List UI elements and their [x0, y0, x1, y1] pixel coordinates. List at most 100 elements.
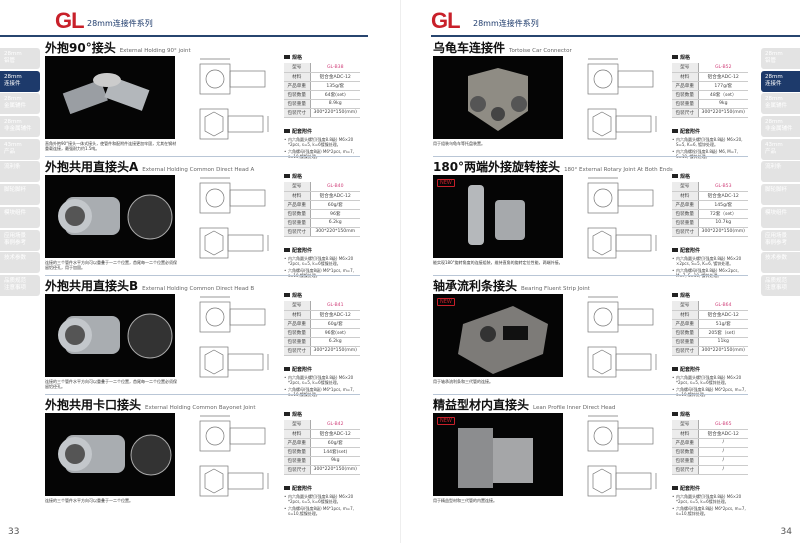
- sidebar-item-label: 28mm 铝管: [4, 51, 22, 64]
- sidebar-item[interactable]: 28mm 铝管: [0, 48, 40, 69]
- product-name-cn: 乌龟车连接件: [433, 41, 506, 55]
- spec-value: 205套（set）: [698, 328, 748, 338]
- sidebar-item-label: 流利条: [4, 164, 21, 171]
- product-caption: 能实现180°旋转角度的连接组装，维持直角的旋转定位性能，两端外接。: [433, 260, 563, 265]
- section-divider: [45, 156, 360, 157]
- spec-heading: 规格: [672, 411, 748, 418]
- spec-value: GL-B53: [698, 182, 748, 192]
- product-name-cn: 180°两端外接旋转接头: [433, 160, 561, 174]
- spec-label: 型号: [284, 420, 311, 430]
- spec-value: 300*220*150(mm): [698, 227, 748, 237]
- sidebar-item[interactable]: 43mm 产品: [761, 138, 800, 160]
- accessories: 配套附件内六角圆头螺钉(强度8.8级) M6×20 *2pcs, s=5, k=…: [284, 366, 360, 397]
- sidebar-item[interactable]: 技术参数: [0, 252, 40, 274]
- accessory-item: 内六角圆头螺钉(强度8.8级) M6×20 *2pcs, s=5, k=6镀镍处…: [284, 137, 360, 147]
- technical-drawing: [578, 411, 663, 506]
- sidebar-item[interactable]: 流利条: [761, 161, 800, 183]
- product-name-en: External Holding Common Direct Head A: [142, 167, 255, 173]
- sidebar-item[interactable]: 28mm 连接件: [0, 70, 40, 92]
- sidebar-item[interactable]: 脚轮脚杯: [0, 184, 40, 206]
- spec-value: 8.9kg: [310, 99, 360, 109]
- spec-value: GL-B41: [310, 301, 360, 311]
- sidebar-item[interactable]: 品质规范 注意事项: [0, 274, 40, 296]
- product-caption: 直角外抱90°接头一体式接头，使管件和配附件连接更加牢固，尤其在钢材重载连接，最…: [45, 141, 177, 151]
- sidebar-item[interactable]: 28mm 连接件: [761, 70, 800, 92]
- sidebar-item[interactable]: 28mm 铝管: [761, 48, 800, 69]
- spec-label: 包装尺寸: [284, 346, 311, 356]
- accessory-item: 六角螺母(强度8.8级) M6*2pcs, m=7, s=10,镀锌处理。: [672, 387, 748, 397]
- product-name-cn: 外抱共用直接头A: [45, 160, 139, 174]
- sidebar-item-label: 模块组件: [765, 209, 788, 216]
- sidebar-item[interactable]: 技术参数: [761, 252, 800, 274]
- spec-value: 145g/套: [698, 200, 748, 210]
- sidebar-item-label: 脚轮脚杯: [4, 187, 27, 194]
- new-badge: NEW: [437, 417, 455, 425]
- section-divider: [433, 156, 748, 157]
- spec-value: 铝合金ADC-12: [698, 191, 748, 201]
- page-number: 34: [780, 527, 792, 537]
- sidebar-item[interactable]: 模块组件: [0, 206, 40, 228]
- sidebar-item[interactable]: 28mm 金属辅件: [0, 93, 40, 115]
- spec-value: GL-B65: [698, 420, 748, 430]
- spec-row: 包装尺寸/: [672, 465, 748, 475]
- spec-label: 材料: [284, 429, 311, 439]
- product-name-en: External Holding 90° joint: [119, 48, 191, 54]
- product-photo: NEW: [433, 294, 563, 377]
- accessories: 配套附件内六角圆头螺钉(强度8.8级) M6×20 *2pcs, s=5, k=…: [672, 366, 748, 397]
- sidebar-item-label: 技术参数: [4, 255, 27, 262]
- spec-label: 型号: [672, 63, 699, 73]
- sidebar-item[interactable]: 脚轮脚杯: [761, 184, 800, 206]
- sidebar-item[interactable]: 应用场景 事例参考: [761, 229, 800, 251]
- sidebar-item[interactable]: 43mm 产品: [0, 138, 40, 160]
- sidebar-item[interactable]: 应用场景 事例参考: [0, 229, 40, 251]
- sidebar-item[interactable]: 28mm 非金属辅件: [761, 116, 800, 138]
- accessory-item: 内六角圆头螺钉(强度8.8级) M6×20 *2pcs, s=5, k=6镀镍处…: [284, 375, 360, 385]
- spec-label: 型号: [672, 420, 699, 430]
- spec-value: 64套(set): [310, 90, 360, 100]
- spec-label: 型号: [284, 182, 311, 192]
- accessory-item: 内六角圆头螺钉(强度8.8级) M6×20 *2pcs, s=5, k=6镀镍处…: [284, 256, 360, 266]
- spec-label: 包装数量: [284, 447, 311, 457]
- sidebar-item[interactable]: 品质规范 注意事项: [761, 274, 800, 296]
- spec-label: 包装数量: [284, 209, 311, 219]
- spec-label: 包装重量: [672, 337, 699, 347]
- product-photo: [45, 294, 175, 377]
- product-caption: 用于组装乌龟车等托盘装置。: [433, 141, 485, 146]
- spec-label: 产品单重: [672, 81, 699, 91]
- spec-value: 11kg: [698, 337, 748, 347]
- spec-label: 包装重量: [284, 99, 311, 109]
- new-badge: NEW: [437, 179, 455, 187]
- sidebar-item[interactable]: 模块组件: [761, 206, 800, 228]
- sidebar-item[interactable]: 流利条: [0, 161, 40, 183]
- spec-value: GL-B38: [310, 63, 360, 73]
- sidebar-item[interactable]: 28mm 非金属辅件: [0, 116, 40, 138]
- spec-row: 材料铝合金ADC-12: [672, 72, 748, 82]
- sidebar-item[interactable]: 28mm 金属辅件: [761, 93, 800, 115]
- spec-value: 60g/套: [310, 319, 360, 329]
- spec-label: 产品单重: [672, 438, 699, 448]
- accessories: 配套附件内六角圆头螺钉(强度8.8级) M6×20 *2pcs, s=5, k=…: [284, 128, 360, 159]
- product-photo: NEW: [433, 175, 563, 258]
- spec-value: GL-B42: [310, 420, 360, 430]
